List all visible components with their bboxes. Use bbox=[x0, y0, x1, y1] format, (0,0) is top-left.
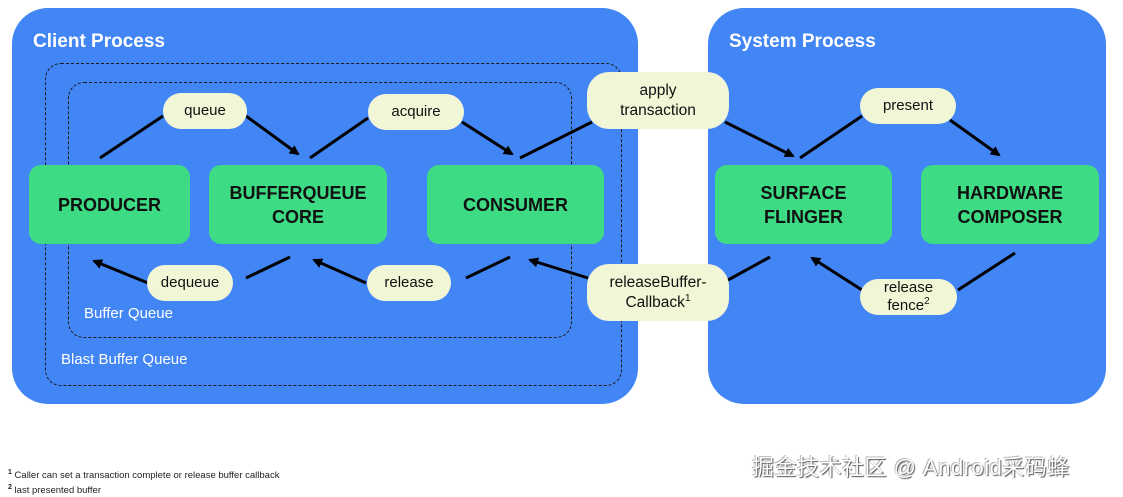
release-label: release bbox=[367, 265, 451, 301]
queue-edge-out bbox=[245, 114, 300, 156]
bufferqueue-core-node: BUFFERQUEUE CORE bbox=[209, 165, 387, 244]
dequeue-label: dequeue bbox=[147, 265, 233, 301]
acquire-edge-in bbox=[309, 116, 369, 160]
present-label: present bbox=[860, 88, 956, 124]
release-fence-edge-out bbox=[810, 256, 863, 292]
release-buffer-callback-label: releaseBuffer- Callback1 bbox=[587, 264, 729, 321]
surface-flinger-node: SURFACE FLINGER bbox=[715, 165, 892, 244]
release-fence-label: release fence2 bbox=[860, 279, 957, 315]
footnote-ref-1: 1 bbox=[684, 292, 691, 304]
release-edge-out bbox=[312, 258, 367, 285]
footnotes: 1 Caller can set a transaction complete … bbox=[8, 467, 279, 497]
present-edge-in bbox=[799, 114, 863, 160]
hardware-composer-node: HARDWARE COMPOSER bbox=[921, 165, 1099, 244]
release-fence-edge-in bbox=[957, 251, 1016, 292]
footnote-2: 2 last presented buffer bbox=[8, 484, 101, 497]
apply-transaction-line1: apply bbox=[639, 81, 677, 99]
release-callback-line1: releaseBuffer- bbox=[609, 273, 707, 291]
apply-transaction-edge-out bbox=[724, 120, 795, 158]
acquire-edge-out bbox=[461, 120, 514, 156]
release-callback-line2: Callback1 bbox=[625, 292, 691, 311]
apply-transaction-line2: transaction bbox=[620, 101, 696, 119]
client-process-title: Client Process bbox=[33, 31, 165, 52]
system-process-title: System Process bbox=[729, 31, 876, 52]
blast-buffer-queue-label: Blast Buffer Queue bbox=[61, 351, 188, 368]
release-callback-edge-out bbox=[528, 257, 589, 280]
present-edge-out bbox=[949, 118, 1001, 157]
buffer-queue-label: Buffer Queue bbox=[84, 305, 173, 322]
footnote-1: 1 Caller can set a transaction complete … bbox=[8, 469, 280, 482]
release-callback-edge-in bbox=[727, 255, 771, 282]
apply-transaction-edge-in bbox=[519, 120, 593, 160]
footnote-ref-2: 2 bbox=[924, 296, 930, 307]
queue-edge-in bbox=[99, 114, 164, 160]
release-fence-line1: release bbox=[883, 279, 934, 296]
producer-node: PRODUCER bbox=[29, 165, 190, 244]
dequeue-edge-out bbox=[92, 259, 149, 285]
queue-label: queue bbox=[163, 93, 247, 129]
dequeue-edge-in bbox=[245, 255, 291, 280]
consumer-node: CONSUMER bbox=[427, 165, 604, 244]
apply-transaction-label: apply transaction bbox=[587, 72, 729, 129]
watermark: 掘金技术社区 @ Android采码蜂 bbox=[752, 455, 1070, 480]
release-edge-in bbox=[465, 255, 511, 280]
release-fence-line2: fence2 bbox=[887, 296, 930, 315]
acquire-label: acquire bbox=[368, 94, 464, 130]
